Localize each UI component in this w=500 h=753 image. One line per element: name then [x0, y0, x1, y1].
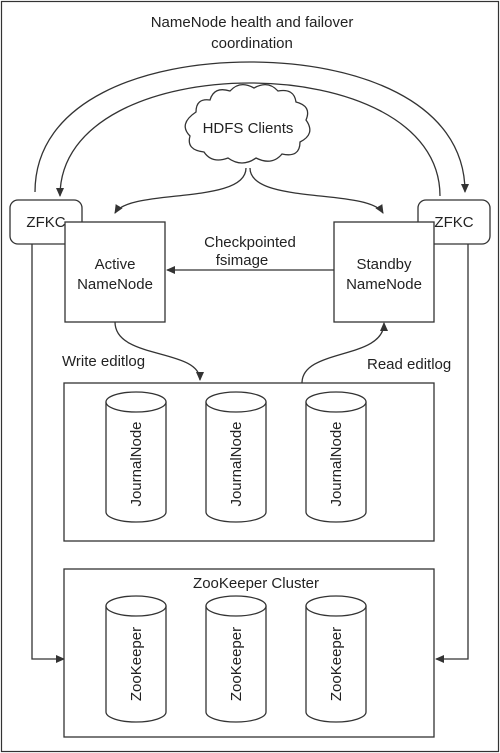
journal-node-2-label: JournalNode — [228, 421, 245, 506]
zookeeper-node-1-label: ZooKeeper — [128, 627, 145, 701]
standby-namenode-line-2: NameNode — [346, 276, 422, 293]
zookeeper-node-1: ZooKeeper — [105, 595, 167, 723]
hdfs-clients-label: HDFS Clients — [203, 120, 294, 137]
active-namenode-box — [64, 221, 166, 323]
cloud-icon — [184, 84, 311, 164]
active-namenode-line-2: NameNode — [77, 276, 153, 293]
client-to-standby-arrow — [249, 167, 384, 214]
active-namenode-line-1: Active — [95, 256, 136, 273]
checkpoint-label-line-2: fsimage — [216, 252, 269, 269]
journal-node-1: JournalNode — [105, 391, 167, 523]
zookeeper-node-2: ZooKeeper — [205, 595, 267, 723]
zookeeper-node-3-label: ZooKeeper — [328, 627, 345, 701]
zfkc-left-label: ZFKC — [26, 214, 65, 231]
zfkc-left-to-zookeeper-line — [31, 244, 65, 663]
read-editlog-arrow — [301, 322, 388, 384]
zookeeper-node-3: ZooKeeper — [305, 595, 367, 723]
zfkc-right-to-zookeeper-line — [435, 244, 469, 663]
journal-node-1-label: JournalNode — [128, 421, 145, 506]
checkpoint-label-line-1: Checkpointed — [204, 234, 296, 251]
journal-node-2: JournalNode — [205, 391, 267, 523]
write-editlog-arrow — [114, 321, 204, 381]
write-editlog-label: Write editlog — [62, 353, 145, 370]
journal-node-3-label: JournalNode — [328, 421, 345, 506]
journal-node-3: JournalNode — [305, 391, 367, 523]
zookeeper-node-2-label: ZooKeeper — [228, 627, 245, 701]
title-line-1: NameNode health and failover — [151, 14, 354, 31]
standby-namenode-box — [333, 221, 435, 323]
read-editlog-label: Read editlog — [367, 356, 451, 373]
zfkc-right-label: ZFKC — [434, 214, 473, 231]
coordination-arc-outer — [34, 61, 469, 193]
zookeeper-cluster-title: ZooKeeper Cluster — [193, 575, 319, 592]
coordination-arc-inner — [56, 82, 441, 197]
title-line-2: coordination — [211, 35, 293, 52]
standby-namenode-line-1: Standby — [356, 256, 412, 273]
client-to-active-arrow — [114, 167, 247, 214]
